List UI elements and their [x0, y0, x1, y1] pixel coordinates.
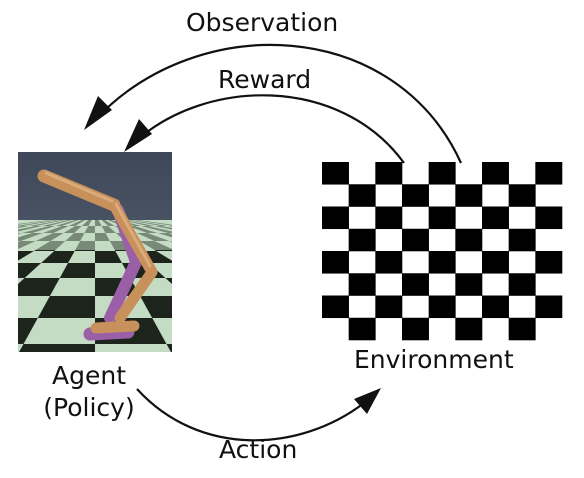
checker-square	[535, 206, 563, 230]
agent-leg-shading	[44, 171, 152, 268]
floor-tile	[18, 263, 42, 278]
checker-square	[322, 295, 349, 319]
floor-haze	[18, 220, 172, 250]
checker-square	[348, 228, 376, 252]
floor-tile	[18, 318, 38, 344]
checker-square	[402, 317, 429, 341]
floor-tile	[209, 318, 309, 344]
floor-tile	[229, 241, 299, 251]
floor-tile	[217, 251, 284, 263]
checker-square	[482, 162, 509, 185]
floor-tile	[0, 296, 5, 318]
floor-tile	[165, 278, 172, 285]
floor-tile	[140, 296, 172, 318]
reward-label: Reward	[218, 65, 312, 94]
checker-square	[428, 251, 456, 274]
checker-square	[402, 184, 429, 207]
checker-square	[482, 295, 509, 319]
environment-image	[322, 162, 563, 341]
checker-square	[402, 228, 429, 252]
checker-square	[375, 206, 403, 230]
checker-square	[535, 295, 563, 319]
checker-square	[322, 251, 349, 274]
observation-arrow	[94, 43, 463, 164]
floor-tile	[230, 296, 323, 318]
observation-label: Observation	[186, 8, 339, 37]
floor-tile	[19, 344, 95, 352]
floor-tile	[37, 296, 95, 318]
checker-square	[348, 273, 376, 296]
floor-tile	[220, 233, 288, 241]
checker-square	[455, 273, 483, 296]
checker-square	[348, 317, 376, 341]
agent-label-sub: (Policy)	[43, 393, 135, 422]
floor-tile	[176, 251, 229, 263]
action-arrowhead-icon	[354, 388, 381, 414]
floor-tile	[166, 344, 172, 352]
checker-square	[508, 317, 536, 341]
checker-square	[482, 206, 509, 230]
checker-square	[402, 273, 429, 296]
observation-arrowhead-icon	[84, 96, 112, 130]
checker-square	[535, 162, 563, 185]
agent-image	[0, 152, 323, 352]
floor-tile	[169, 241, 172, 242]
floor-tile	[179, 233, 229, 241]
checker-square	[375, 295, 403, 319]
floor-tile	[0, 233, 1, 241]
checker-square	[455, 228, 483, 252]
floor-tile	[167, 226, 172, 227]
checker-square	[375, 162, 403, 185]
floor-tile	[0, 226, 16, 233]
action-label: Action	[219, 435, 298, 464]
floor-tile	[18, 251, 34, 261]
agent-label-main: Agent	[52, 361, 126, 390]
reward-arrowhead-icon	[124, 119, 152, 152]
floor-tile	[18, 278, 60, 296]
floor-tile	[59, 263, 95, 278]
floor-tile	[200, 233, 259, 241]
checker-square	[375, 251, 403, 274]
checker-square	[455, 184, 483, 207]
floor-tile	[176, 263, 236, 278]
checker-square	[482, 251, 509, 274]
agent-label: Agent (Policy)	[18, 360, 160, 424]
environment-label: Environment	[354, 345, 514, 374]
checker-square	[535, 251, 563, 274]
checker-square	[322, 206, 349, 230]
floor-tile	[236, 278, 321, 296]
checker-square	[348, 184, 376, 207]
checker-square	[508, 273, 536, 296]
floor-tile	[230, 263, 306, 278]
floor-tile	[0, 241, 6, 251]
checker-square	[428, 295, 456, 319]
checker-square	[508, 228, 536, 252]
reward-arrow	[134, 94, 405, 164]
checker-square	[508, 184, 536, 207]
checker-square	[455, 317, 483, 341]
action-arrow	[136, 388, 365, 442]
floor-tile	[41, 251, 75, 263]
checker-square	[428, 206, 456, 230]
floor-tile	[181, 226, 242, 233]
checker-square	[428, 162, 456, 185]
checker-square	[322, 162, 349, 185]
floor-tile	[95, 251, 122, 263]
floor-tile	[199, 241, 258, 251]
